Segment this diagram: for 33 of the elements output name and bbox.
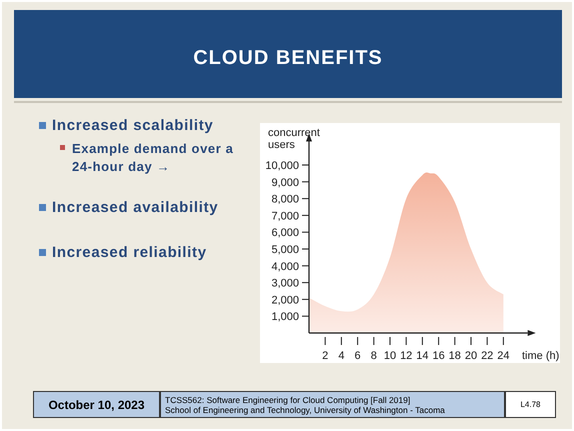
footer-text: TCSS562: Software Engineering for Cloud Computing [Fall 2019] — [165, 395, 410, 405]
axis-tick-label: 2 — [322, 350, 328, 362]
footer-cell: L4.78 — [505, 391, 556, 418]
axis-tick-label: 8 — [370, 350, 377, 362]
footer-cell: October 10, 2023 — [33, 391, 160, 418]
axis-tick-label: 7,000 — [271, 210, 299, 222]
bullet-text: Example demand over a 24-hour day → — [72, 140, 234, 176]
bullet-text: Increased reliability — [52, 243, 208, 263]
axis-title: concurrent users — [268, 127, 320, 151]
bullet-text: Increased scalability — [52, 116, 214, 136]
axis-tick-label: 16 — [432, 350, 445, 362]
axis-tick-label: 5,000 — [271, 244, 299, 256]
axis-tick-label: 10,000 — [265, 160, 299, 172]
axis-title: time (h) — [522, 350, 560, 362]
axis-tick-label: 4,000 — [271, 260, 299, 273]
axis-tick-label: 8,000 — [271, 194, 299, 206]
axis-tick-label: 2,000 — [271, 294, 299, 306]
axis-tick-label: 6,000 — [271, 227, 299, 240]
axis-tick-label: 24 — [497, 350, 510, 362]
axis-tick-label: 6 — [354, 350, 361, 362]
axis-tick-label: 1,000 — [271, 311, 299, 324]
axis-tick-label: 4 — [338, 350, 344, 362]
slide-title: CLOUD BENEFITS — [192, 46, 384, 70]
bullet-text: Increased availability — [52, 198, 220, 218]
axis-tick-label: 20 — [464, 350, 478, 362]
axis-tick-label: 18 — [448, 350, 461, 362]
axis-tick-label: 3,000 — [271, 278, 299, 290]
axis-tick-label: 22 — [481, 350, 494, 362]
footer-text: School of Engineering and Technology, University of Washington - Tacoma — [165, 405, 445, 415]
axis-tick-label: 12 — [400, 350, 412, 362]
axis-tick-label: 14 — [416, 350, 429, 362]
axis-tick-label: 9,000 — [271, 176, 299, 189]
axis-tick-label: 10 — [384, 350, 396, 362]
